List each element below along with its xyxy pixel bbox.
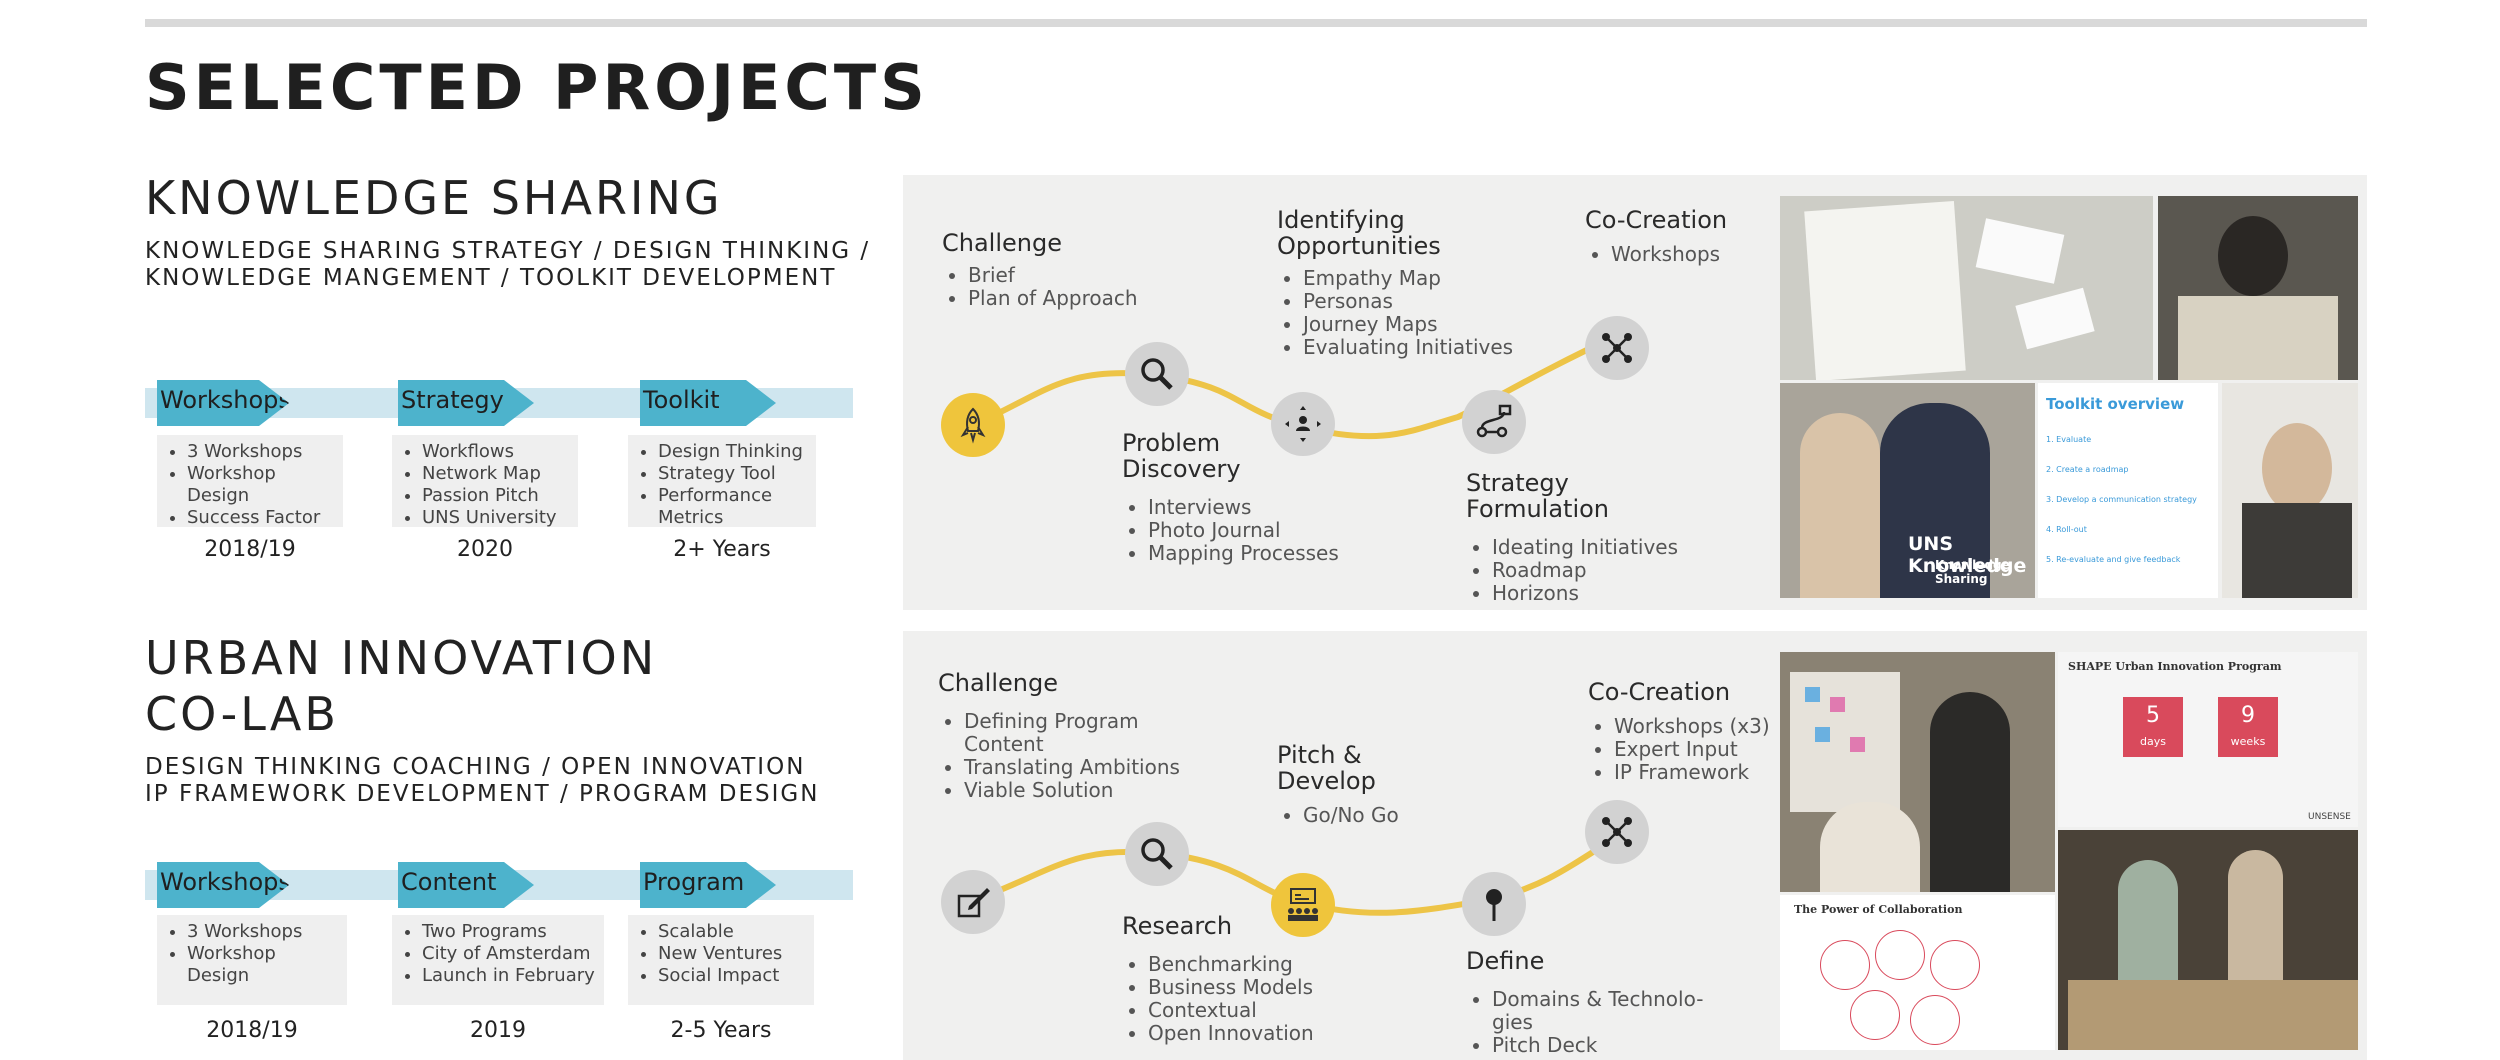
phase-year: 2+ Years [673, 537, 771, 562]
phase-arrow-workshops: Workshops [157, 380, 289, 426]
photo-portrait [2222, 383, 2358, 598]
process-step-identifying-opportunities: Identifying Opportunities Empathy MapPer… [1277, 207, 1513, 359]
phase-label: Toolkit [643, 386, 720, 414]
phase-label: Content [401, 868, 497, 896]
process-step-problem-discovery: Problem Discovery InterviewsPhoto Journa… [1122, 430, 1339, 565]
project-title-knowledge-sharing: KNOWLEDGE SHARING [145, 171, 723, 225]
top-divider [145, 19, 2367, 27]
presentation-icon [1271, 873, 1335, 937]
photo-workshop-cards [1780, 196, 2153, 380]
process-step-challenge: Challenge BriefPlan of Approach [942, 230, 1138, 310]
photo-caption: Knowledge Sharing [1935, 558, 2010, 586]
page-title: SELECTED PROJECTS [145, 51, 929, 124]
step-heading: Challenge [942, 229, 1062, 257]
phase-box-program: ScalableNew VenturesSocial Impact [628, 915, 814, 1005]
phase-year: 2-5 Years [670, 1018, 772, 1043]
pin-icon [1462, 872, 1526, 936]
program-title: SHAPE Urban Innovation Program [2068, 660, 2282, 673]
phase-box-strategy: WorkflowsNetwork MapPassion PitchUNS Uni… [392, 435, 578, 528]
photo-collaboration-slide: The Power of Collaboration [1780, 895, 2055, 1050]
phase-year: 2018/19 [204, 537, 296, 562]
project-subtitle: KNOWLEDGE SHARING STRATEGY / DESIGN THIN… [145, 238, 871, 291]
rocket-icon [941, 393, 1005, 457]
phase-label: Strategy [401, 386, 504, 414]
process-step-challenge: Challenge Defining Program ContentTransl… [938, 670, 1194, 802]
phase-arrow-workshops: Workshops [157, 862, 289, 908]
photo-team-discussion [2158, 196, 2358, 380]
phase-year: 2018/19 [206, 1018, 298, 1043]
step-heading: Pitch & Develop [1277, 741, 1376, 795]
pencil-box-icon [941, 870, 1005, 934]
phase-arrow-strategy: Strategy [398, 380, 534, 426]
phase-label: Workshops [160, 386, 291, 414]
step-heading: Strategy Formulation [1466, 469, 1610, 523]
people-arrows-icon [1271, 392, 1335, 456]
brand-label: UNSENSE [2308, 812, 2351, 822]
collab-title: The Power of Collaboration [1794, 903, 1963, 916]
route-icon [1462, 390, 1526, 454]
photo-program-slide: SHAPE Urban Innovation Program 5 days 9 … [2058, 652, 2358, 827]
photo-uns-knowledge: UNS Knowledge Knowledge Sharing [1780, 383, 2035, 598]
step-heading: Problem Discovery [1122, 429, 1241, 483]
process-step-co-creation: Co-Creation Workshops (x3)Expert InputIP… [1588, 679, 1770, 784]
weeks-badge: 9 weeks [2218, 697, 2278, 757]
process-step-co-creation: Co-Creation Workshops [1585, 207, 1727, 266]
phase-arrow-content: Content [398, 862, 534, 908]
phase-label: Program [643, 868, 745, 896]
step-heading: Challenge [938, 669, 1058, 697]
magnifier-icon [1125, 822, 1189, 886]
toolkit-title: Toolkit overview [2046, 395, 2185, 413]
phase-box-toolkit: Design ThinkingStrategy ToolPerformance … [628, 435, 816, 528]
phase-box-workshops: 3 WorkshopsWorkshop Design [157, 915, 347, 1005]
phase-arrow-toolkit: Toolkit [640, 380, 776, 426]
magnifier-icon [1125, 342, 1189, 406]
step-heading: Define [1466, 947, 1545, 975]
days-badge: 5 days [2123, 697, 2183, 757]
phase-label: Workshops [160, 868, 291, 896]
step-heading: Co-Creation [1585, 206, 1728, 234]
process-step-pitch-develop: Pitch & Develop Go/No Go [1277, 742, 1399, 827]
photo-toolkit-overview: Toolkit overview 1. Evaluate 2. Create a… [2038, 383, 2218, 598]
phase-year: 2020 [457, 537, 513, 562]
project-title-urban-innovation: URBAN INNOVATION CO-LAB [145, 631, 658, 741]
step-heading: Research [1122, 912, 1233, 940]
step-heading: Identifying Opportunities [1277, 206, 1441, 260]
process-step-define: Define Domains & Technolo-giesPitch Deck [1466, 948, 1732, 1057]
network-icon [1585, 316, 1649, 380]
process-step-strategy-formulation: Strategy Formulation Ideating Initiative… [1466, 470, 1678, 605]
network-icon [1585, 800, 1649, 864]
photo-postit-wall [1780, 652, 2055, 892]
photo-caption: UNS Knowledge [1908, 533, 2027, 577]
phase-arrow-program: Program [640, 862, 776, 908]
phase-box-content: Two ProgramsCity of AmsterdamLaunch in F… [392, 915, 604, 1005]
step-heading: Co-Creation [1588, 678, 1731, 706]
phase-box-workshops: 3 WorkshopsWorkshop DesignSuccess Factor [157, 435, 343, 528]
process-step-research: Research BenchmarkingBusiness ModelsCont… [1122, 913, 1314, 1045]
photo-workshop-room [2058, 830, 2358, 1050]
phase-year: 2019 [470, 1018, 526, 1043]
project-subtitle: DESIGN THINKING COACHING / OPEN INNOVATI… [145, 754, 820, 807]
